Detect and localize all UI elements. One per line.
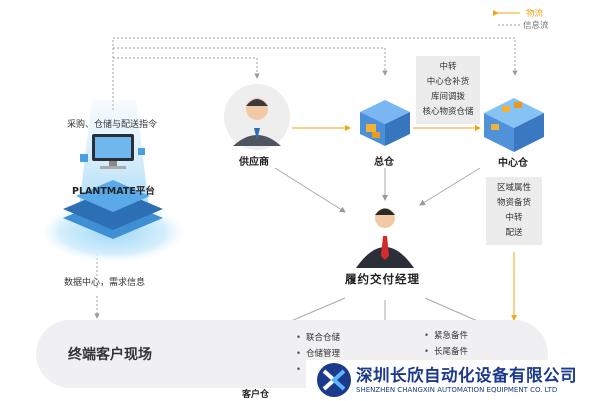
region-function-item: 物资备货 xyxy=(496,198,531,208)
company-banner xyxy=(306,360,589,401)
region-function-item: 区域属性 xyxy=(496,183,531,193)
center-function-item: 中转 xyxy=(439,62,457,72)
center-functions-box: 中转中心仓补货库间调拨核心物资仓储 xyxy=(416,56,480,124)
bullet-item: 紧急备件 xyxy=(424,328,468,344)
data-center-label: 数据中心，需求信息 xyxy=(64,278,146,288)
company-logo-icon xyxy=(317,363,351,397)
center-function-item: 库间调拨 xyxy=(430,92,465,102)
company-name-en: SHENZHEN CHANGXIN AUTOMATION EQUIPMENT C… xyxy=(356,386,558,394)
bullet-item: 长尾备件 xyxy=(424,344,468,360)
region-function-item: 中转 xyxy=(505,213,523,223)
platform-instruction-label: 采购、仓储与配送指令 xyxy=(67,120,158,130)
center-function-item: 核心物资仓储 xyxy=(422,107,474,117)
supplier-avatar xyxy=(224,84,290,150)
region-function-item: 配送 xyxy=(505,228,523,238)
platform-illustration xyxy=(37,100,189,264)
legend-info-label: 信息流 xyxy=(523,21,549,31)
center-warehouse-illustration xyxy=(484,98,544,152)
main-warehouse-illustration xyxy=(360,100,410,146)
main-warehouse-label: 总仓 xyxy=(374,157,394,168)
legend-material-label: 物流 xyxy=(526,9,544,19)
material-flow-lines xyxy=(292,125,517,321)
customer-site-title: 终端客户现场 xyxy=(68,347,152,363)
bullet-item: 联合仓储 xyxy=(296,330,340,346)
center-warehouse-label: 中心仓 xyxy=(498,158,528,169)
region-functions-box: 区域属性物资备货中转配送 xyxy=(486,177,542,245)
platform-name: PLANTMATE平台 xyxy=(72,186,155,197)
center-function-item: 中心仓补货 xyxy=(426,77,470,87)
bullet-item: 仓储管理 xyxy=(296,346,340,362)
supplier-label: 供应商 xyxy=(239,157,269,168)
info-flow-lines xyxy=(94,37,518,319)
manager-label: 履约交付经理 xyxy=(345,272,420,286)
customer-warehouse-label: 客户仓 xyxy=(242,390,270,400)
company-name-cn: 深圳长欣自动化设备有限公司 xyxy=(356,366,577,385)
manager-avatar xyxy=(356,208,414,268)
